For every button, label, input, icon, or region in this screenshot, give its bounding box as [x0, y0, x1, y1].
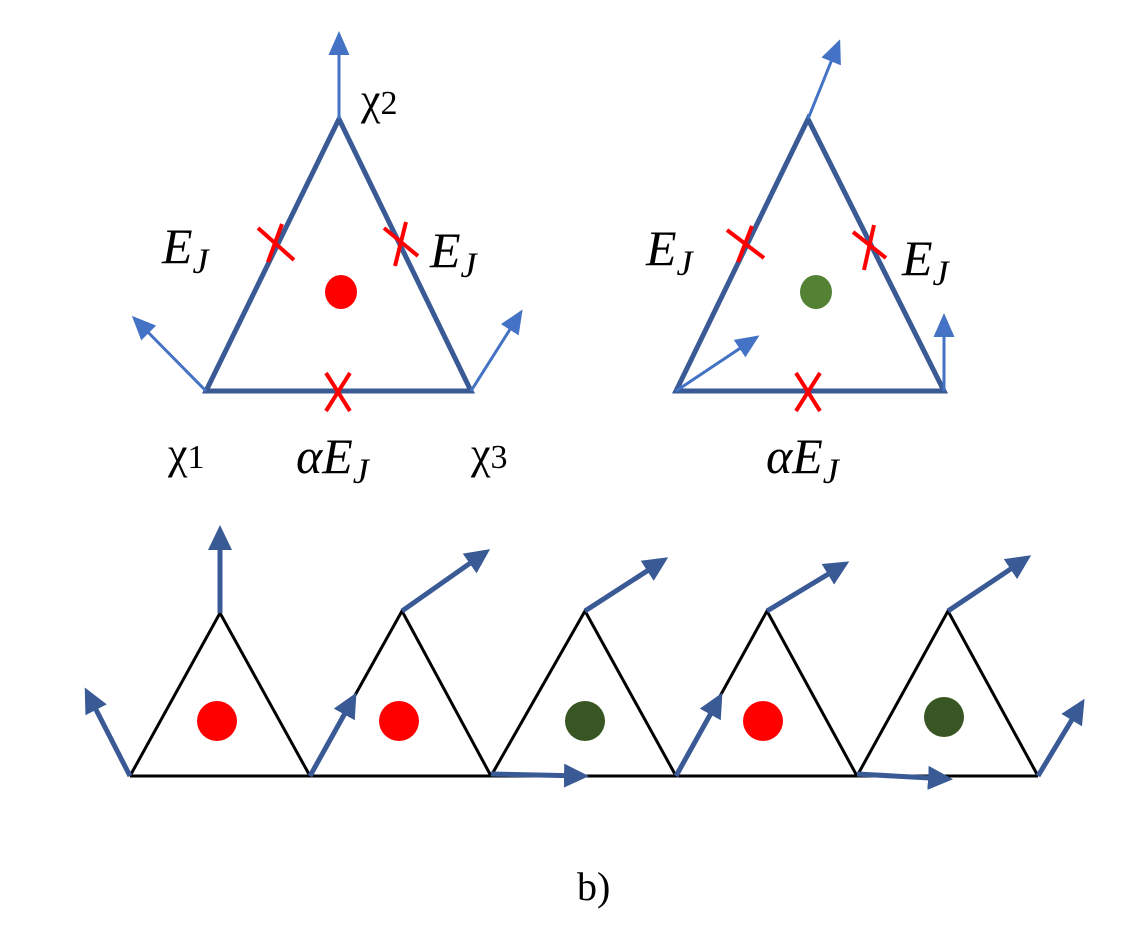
top-right-triangle-group: EJ EJ αEJ: [645, 39, 955, 491]
label-chi3: χ3: [470, 429, 508, 478]
label-ej-left: EJ: [645, 220, 695, 283]
chain-triangle-1: [128, 609, 312, 777]
chain-spin-arrow: [490, 763, 589, 788]
junction-cross-right: [851, 224, 888, 271]
chain-spin-arrow: [856, 765, 953, 790]
chain-spin-arrow: [946, 555, 1032, 614]
chain-spin-arrow: [1035, 698, 1085, 778]
label-alpha-ej: αEJ: [766, 428, 841, 491]
chain-plaquette-red: [197, 701, 237, 741]
chain-plaquette-red: [743, 701, 783, 741]
chain-triangle-3: [489, 607, 678, 777]
label-chi1: χ1: [167, 429, 205, 478]
junction-cross-left: [725, 225, 766, 263]
chain-triangle-5: [855, 607, 1040, 777]
junction-cross-left: [256, 223, 296, 263]
junction-cross-right: [382, 221, 420, 267]
label-ej-right: EJ: [429, 222, 479, 285]
spin-arrow-chi3: [469, 309, 523, 392]
label-chi2: χ2: [360, 75, 398, 124]
plaquette-red: [325, 275, 357, 309]
figure-caption: b): [577, 864, 610, 909]
junction-cross-bottom: [324, 371, 352, 413]
chain-spin-arrow: [400, 549, 491, 614]
spin-arrow-left: [675, 335, 760, 393]
plaquette-green: [800, 275, 832, 309]
chain-spin-arrow: [673, 692, 723, 778]
chain-spin-arrow: [765, 561, 850, 614]
junction-cross-bottom: [794, 371, 822, 413]
chain-triangle-2: [308, 607, 493, 777]
label-alpha-ej: αEJ: [296, 428, 371, 491]
label-ej-left: EJ: [161, 218, 211, 281]
chain-triangle-4: [674, 607, 859, 777]
spin-arrow-top: [806, 39, 841, 120]
chain-spin-arrow: [84, 687, 133, 778]
chain-spin-arrow: [307, 692, 357, 778]
chain-spin-arrow: [583, 557, 669, 614]
chain-plaquette-red: [379, 701, 419, 741]
label-ej-right: EJ: [901, 230, 951, 293]
chain-plaquette-green: [924, 697, 964, 737]
triangle-chain: [84, 525, 1085, 790]
chain-plaquette-green: [565, 701, 605, 741]
spin-arrow-chi1: [131, 315, 208, 393]
top-left-triangle-group: χ2 χ1 χ3 EJ EJ αEJ: [131, 31, 523, 491]
